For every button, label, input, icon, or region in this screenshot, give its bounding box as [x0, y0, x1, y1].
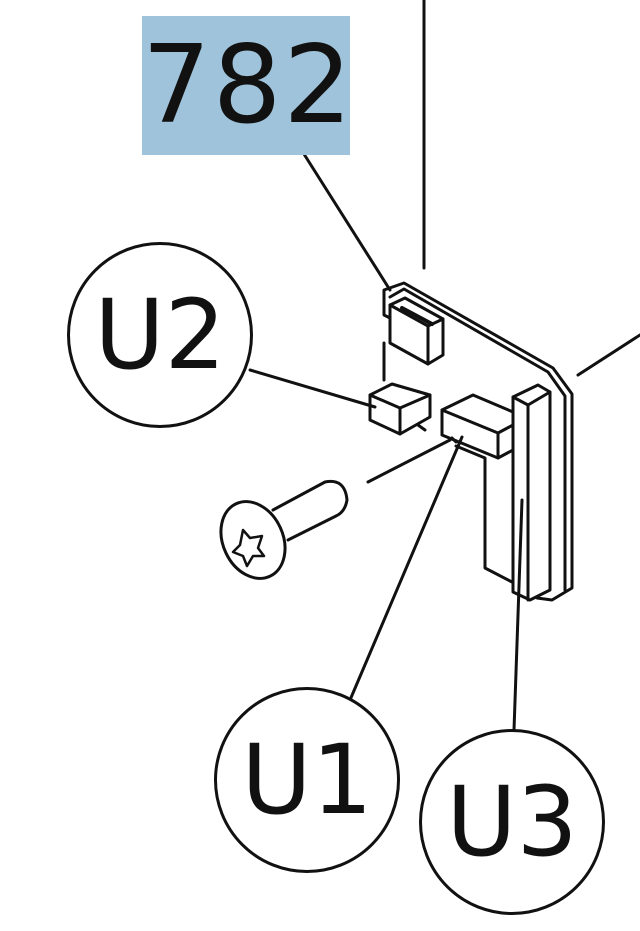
connector-top	[388, 296, 445, 366]
callout-u3: U3	[419, 729, 605, 915]
frame-edge-line-right	[576, 333, 640, 377]
leader-u2	[248, 368, 377, 409]
circuit-board	[382, 281, 574, 602]
leader-u3	[512, 498, 524, 732]
component-u3	[511, 383, 552, 602]
part-number-label: 782	[142, 16, 352, 155]
screw-axis-line	[366, 438, 452, 484]
component-u1	[440, 393, 515, 584]
component-u2	[368, 382, 432, 436]
callout-u2: U2	[67, 242, 253, 428]
callout-u1: U1	[214, 687, 400, 873]
leader-u1	[348, 435, 464, 702]
screw	[219, 479, 349, 580]
leader-782	[295, 141, 392, 292]
